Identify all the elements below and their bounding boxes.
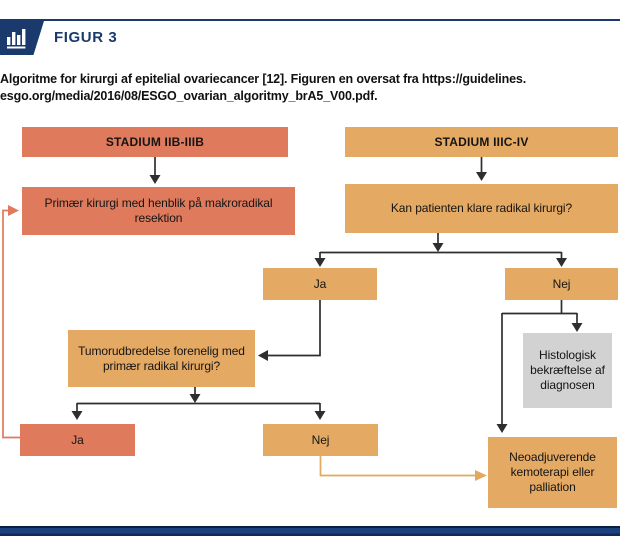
node-nej-bottom: Nej: [263, 424, 378, 456]
node-ja-bottom: Ja: [20, 424, 135, 456]
node-neoadjuverende: Neoadjuverende kemoterapi eller palliati…: [488, 437, 617, 508]
black-connector-lines: [76, 157, 578, 424]
footer-rule: [0, 526, 620, 536]
node-ja-mid: Ja: [263, 268, 377, 300]
caption-line-2: esgo.org/media/2016/08/ESGO_ovarian_algo…: [0, 89, 378, 103]
node-primaer-kirurgi: Primær kirurgi med henblik på makroradik…: [22, 187, 295, 235]
salmon-loop-connector: [2, 205, 20, 439]
node-histologisk: Histologisk bekræftelse af diagnosen: [523, 333, 612, 408]
node-stadium-iiic-iv: STADIUM IIIC-IV: [345, 127, 618, 157]
caption-line-1: Algoritme for kirurgi af epitelial ovari…: [0, 72, 527, 86]
black-arrowheads: [71, 172, 583, 433]
node-nej-mid: Nej: [505, 268, 618, 300]
figure-caption: Algoritme for kirurgi af epitelial ovari…: [0, 71, 526, 105]
node-stadium-iib-iiib: STADIUM IIB-IIIB: [22, 127, 288, 157]
header-rule: [0, 19, 620, 21]
node-tumorudbredelse: Tumorudbredelse forenelig med primær rad…: [68, 330, 255, 387]
node-kan-patienten: Kan patienten klare radikal kirurgi?: [345, 184, 618, 233]
figure-label: FIGUR 3: [54, 29, 118, 46]
bar-chart-icon: [7, 29, 26, 49]
tan-connector: [319, 456, 487, 481]
